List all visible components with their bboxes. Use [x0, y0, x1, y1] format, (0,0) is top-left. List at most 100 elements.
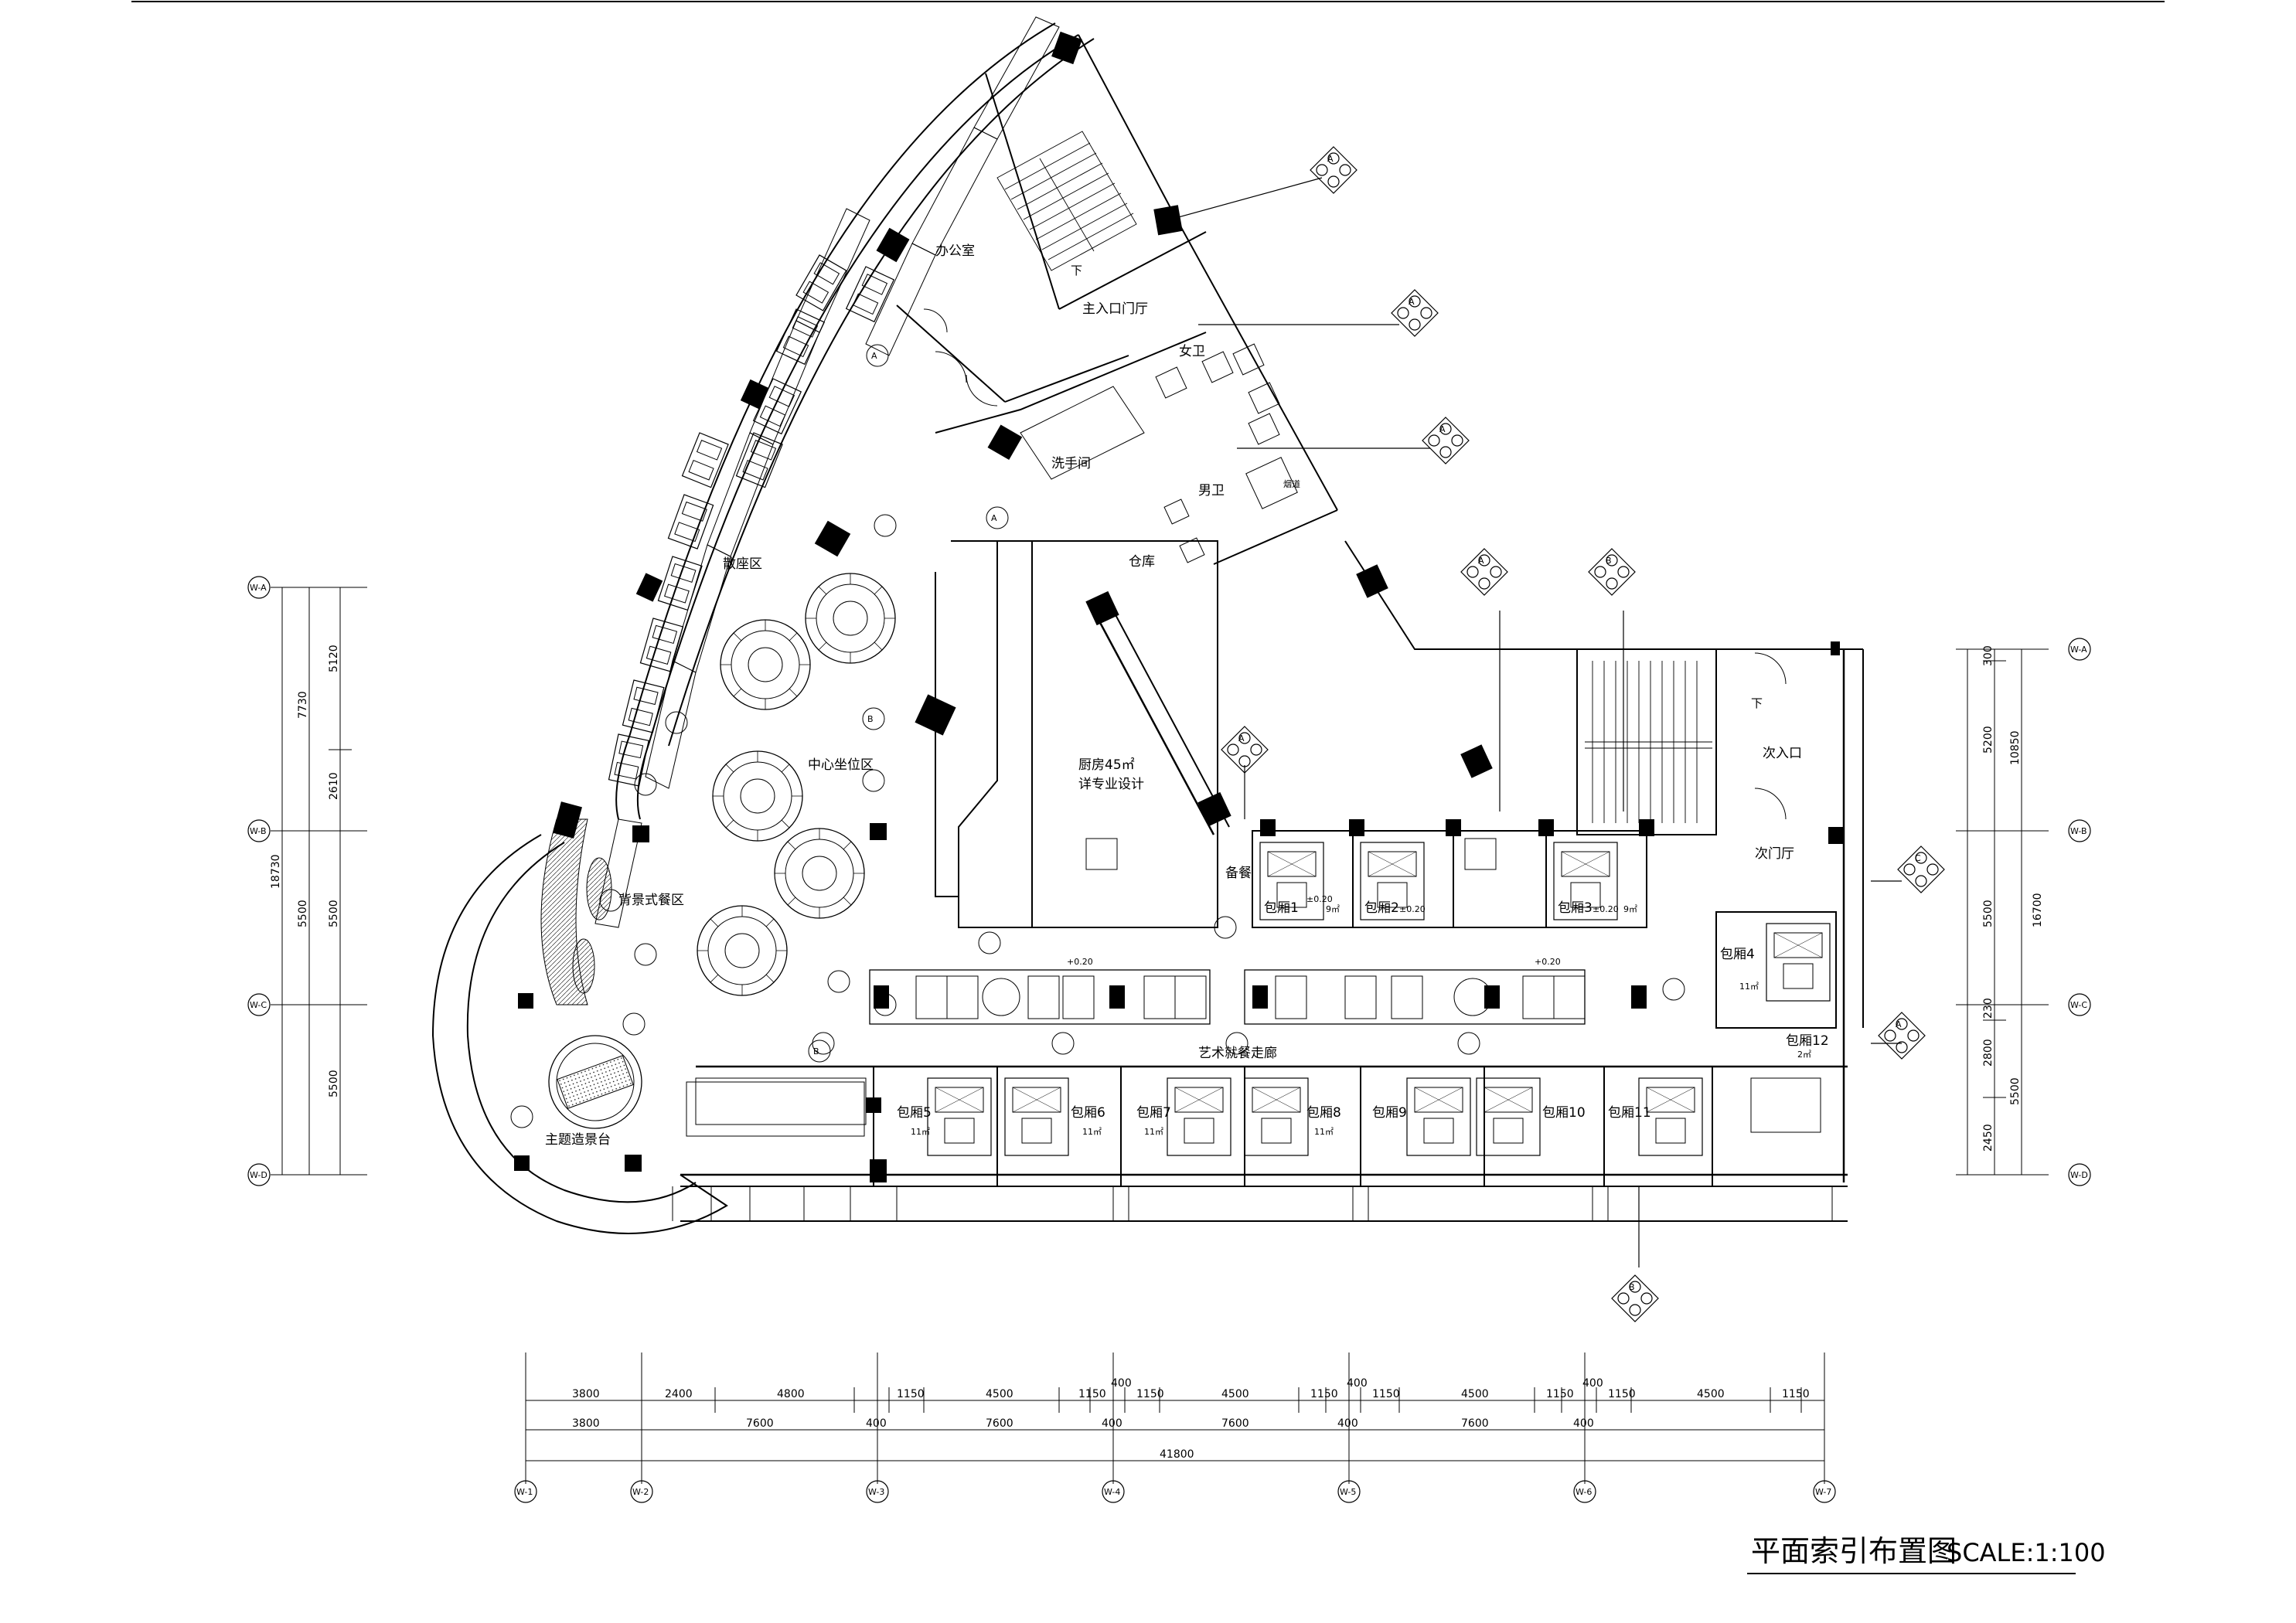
label-level-1: +0.20	[1067, 957, 1093, 967]
elevation-markers	[510, 344, 1685, 1128]
index-ref-2: A	[1409, 297, 1415, 307]
dim-r-outer-0: 10850	[2009, 730, 2022, 765]
label-secondary-hall: 次门厅	[1755, 846, 1794, 862]
dim-b1-4: 4500	[986, 1388, 1013, 1400]
label-room-3-area: 9㎡	[1623, 904, 1637, 914]
label-room-1: 包厢1	[1264, 900, 1299, 916]
index-ref-12: B	[867, 714, 874, 724]
index-ref-10: A	[871, 351, 877, 361]
index-ref-6: A	[1238, 733, 1245, 743]
axis-left-3: W-D	[250, 1170, 267, 1180]
dim-b2-5: 7600	[1221, 1417, 1249, 1430]
dim-b1-7: 1150	[1136, 1388, 1164, 1400]
axis-left-1: W-B	[250, 826, 267, 836]
index-ref-4: A	[1478, 556, 1484, 566]
index-ref-13: B	[813, 1046, 819, 1056]
index-ref-9: B	[1629, 1282, 1635, 1292]
dim-b1-13: 1150	[1546, 1388, 1574, 1400]
label-room-3: 包厢3	[1558, 900, 1593, 916]
label-room-7-area: 11㎡	[1144, 1127, 1163, 1137]
dim-l-inner-1: 2610	[328, 772, 340, 800]
axis-labels: W-1 W-2 W-3 W-4 W-5 W-6 W-7 W-A W-B W-C …	[250, 583, 2088, 1497]
drawing-title: 平面索引布置图	[1751, 1534, 1957, 1568]
dim-l-outer-1: 18730	[270, 854, 282, 889]
room-labels: 办公室 主入口门厅 女卫 男卫 洗手间 仓库 厨房45㎡ 详专业设计 备餐 散座…	[545, 243, 1802, 1148]
label-room-1-level: ±0.20	[1306, 894, 1333, 904]
dim-r-inner-0: 300	[1982, 645, 1995, 666]
leader-lines	[1167, 177, 1902, 1267]
dim-text-right: 300 5200 5500 230 2800 2450 10850 16700 …	[1982, 645, 2044, 1152]
stairs-north	[996, 131, 1137, 271]
axis-bottom-4: W-5	[1340, 1487, 1356, 1497]
dimensions-right	[1956, 648, 2049, 1176]
label-corridor: 艺术就餐走廊	[1198, 1046, 1277, 1061]
dim-b1-14: 400	[1582, 1377, 1603, 1390]
dim-r-inner-4: 2800	[1982, 1039, 1995, 1067]
level-labels: +0.20 +0.20	[1067, 957, 1561, 967]
dim-r-inner-5: 2450	[1982, 1124, 1995, 1152]
label-female-wc: 女卫	[1179, 344, 1205, 359]
dim-r-outer-1: 16700	[2032, 893, 2044, 927]
dim-b1-8: 4500	[1221, 1388, 1249, 1400]
facade-booth-seats	[608, 254, 894, 787]
label-prep: 备餐	[1225, 866, 1252, 881]
label-room-4-area: 11㎡	[1739, 982, 1759, 992]
south-facade-mullions	[672, 1186, 1833, 1221]
label-room-1-area: 9㎡	[1326, 904, 1340, 914]
label-down-2: 下	[1071, 264, 1082, 277]
index-ref-11: A	[991, 513, 997, 523]
axis-left-2: W-C	[250, 1000, 267, 1010]
dim-b2-7: 7600	[1461, 1417, 1489, 1430]
dim-b1-0: 3800	[572, 1388, 600, 1400]
dim-l-outer-0: 7730	[297, 691, 309, 719]
dim-r-inner-1: 5200	[1982, 726, 1995, 754]
label-room-5-area: 11㎡	[911, 1127, 930, 1137]
dim-b2-4: 400	[1102, 1417, 1122, 1430]
structural-columns	[518, 31, 1844, 1182]
label-room-3-level: ±0.20	[1593, 904, 1619, 914]
index-ref-7: C	[1915, 853, 1921, 863]
round-tables	[697, 573, 896, 996]
label-room-2: 包厢2	[1364, 900, 1399, 916]
dim-b2-0: 3800	[572, 1417, 600, 1430]
label-loose-seating: 散座区	[723, 556, 762, 572]
axis-right-0: W-A	[2070, 645, 2087, 655]
label-room-8: 包厢8	[1306, 1105, 1341, 1121]
label-office: 办公室	[935, 243, 975, 259]
label-room-10: 包厢10	[1542, 1105, 1586, 1121]
axis-bottom-2: W-3	[868, 1487, 884, 1497]
label-kitchen-note: 详专业设计	[1078, 777, 1144, 792]
dim-b1-9: 1150	[1310, 1388, 1338, 1400]
axis-bottom-1: W-2	[632, 1487, 649, 1497]
index-markers	[1221, 146, 1945, 1322]
theme-stage-area	[540, 818, 865, 1137]
label-room-4: 包厢4	[1720, 947, 1755, 962]
label-theme-stage: 主题造景台	[545, 1132, 611, 1148]
label-room-6: 包厢6	[1071, 1105, 1105, 1121]
label-down: 下	[1751, 696, 1763, 710]
washroom-fixtures	[1020, 343, 1497, 870]
dim-b1-6: 400	[1111, 1377, 1132, 1390]
axis-right-2: W-C	[2070, 1000, 2087, 1010]
dim-text-left: 5120 2610 5500 5500 7730 18730 5500	[270, 645, 340, 1097]
dim-b2-1: 7600	[746, 1417, 774, 1430]
building-outline	[431, 22, 1864, 1234]
index-ref-5: B	[1606, 556, 1612, 566]
dim-b2-8: 400	[1573, 1417, 1594, 1430]
index-ref-3: A	[1439, 424, 1446, 434]
label-room-8-area: 11㎡	[1314, 1127, 1334, 1137]
dim-r-inner-2: 5500	[1982, 900, 1995, 927]
label-room-6-area: 11㎡	[1082, 1127, 1102, 1137]
label-room-11: 包厢11	[1608, 1105, 1651, 1121]
dim-b1-2: 4800	[777, 1388, 805, 1400]
dim-b1-3: 1150	[897, 1388, 925, 1400]
dim-b1-5: 1150	[1078, 1388, 1106, 1400]
axis-bottom-6: W-7	[1815, 1487, 1831, 1497]
label-room-2-level: ±0.20	[1399, 904, 1426, 914]
dim-l-inner-0: 5120	[328, 645, 340, 672]
drawing-scale: SCALE:1:100	[1947, 1538, 2106, 1567]
dim-b1-15: 1150	[1608, 1388, 1636, 1400]
label-storage: 仓库	[1129, 554, 1155, 570]
label-room-9: 包厢9	[1372, 1105, 1407, 1121]
